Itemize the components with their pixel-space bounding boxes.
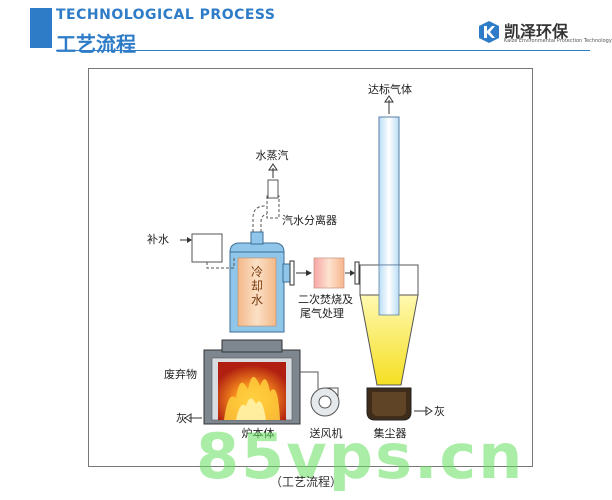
ash-output-arrow-left	[184, 413, 202, 423]
label-cooling-water: 冷却水	[251, 265, 263, 307]
logo-name: 凯泽环保	[504, 22, 569, 41]
dust-collector-bin	[366, 387, 412, 421]
watermark: 85vps.cn	[196, 420, 525, 493]
label-cooling-water-chars: 冷却水	[251, 265, 263, 307]
label-secondary-combustion-1: 二次焚烧及	[298, 292, 353, 306]
label-secondary-combustion-2: 尾气处理	[300, 306, 344, 320]
makeup-water-pipe	[206, 258, 235, 269]
kz-logo-icon	[479, 21, 499, 43]
cooling-vessel	[229, 242, 295, 333]
chimney-stack	[378, 116, 400, 266]
cooling-vessel-neck	[250, 231, 264, 245]
makeup-water-arrow	[180, 237, 192, 243]
arrow-combustion-to-cyclone	[345, 270, 355, 276]
furnace-body	[203, 339, 301, 425]
label-blower: 送风机	[310, 426, 343, 440]
cooling-water-char: 水	[251, 293, 263, 307]
header-underline	[56, 50, 590, 51]
label-makeup-water: 补水	[147, 233, 169, 246]
blower	[300, 371, 340, 417]
label-steam: 水蒸汽	[256, 148, 289, 162]
cooling-water-char: 却	[251, 279, 263, 293]
diagram-caption: （工艺流程）	[269, 475, 342, 489]
label-clean-gas: 达标气体	[368, 82, 412, 96]
steam-output-arrow	[268, 163, 278, 178]
header-title-en: TECHNOLOGICAL PROCESS	[56, 7, 276, 23]
flange-to-cyclone	[354, 261, 360, 285]
ash-output-arrow-right	[414, 406, 433, 416]
arrow-cooler-to-combustion	[296, 270, 312, 276]
label-furnace: 炉本体	[242, 426, 275, 440]
label-separator: 汽水分离器	[282, 213, 337, 227]
secondary-combustion-unit	[313, 257, 345, 289]
diagram-frame	[88, 68, 533, 467]
cooling-water-char: 冷	[251, 265, 263, 279]
header-title-cn: 工艺流程	[56, 32, 136, 56]
label-ash-right: 灰	[434, 404, 445, 418]
header-accent-bar	[30, 8, 52, 48]
logo-tagline: Kaize Environmental Protection Technolog…	[504, 38, 612, 44]
label-dust-collector: 集尘器	[374, 426, 407, 440]
clean-gas-arrow	[384, 95, 394, 114]
steam-water-separator	[252, 179, 280, 232]
cyclone-separator	[359, 264, 419, 386]
makeup-water-tank	[191, 233, 223, 263]
label-ash-left: 灰	[176, 411, 187, 425]
label-waste: 废弃物	[164, 367, 197, 381]
